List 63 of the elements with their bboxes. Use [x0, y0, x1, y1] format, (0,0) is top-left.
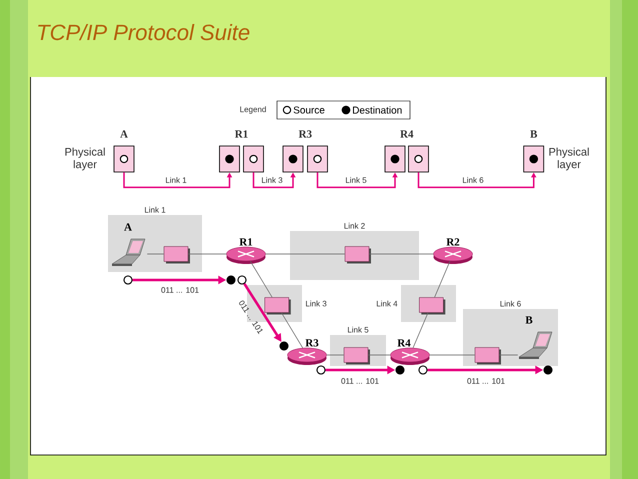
bit-stream-label: 011 ... 101 [341, 378, 379, 384]
port-box [523, 146, 544, 172]
router: R4 [390, 339, 430, 365]
link-label: Link 6 [462, 177, 484, 183]
station-label: B [530, 130, 538, 138]
laptop: A [112, 223, 146, 266]
filled-dot [280, 342, 288, 350]
connector-line [368, 354, 391, 356]
connector-line [250, 260, 272, 298]
link-label: Link 5 [346, 177, 366, 183]
node-label: Link 5 [348, 326, 368, 333]
node-label: R2 [446, 238, 460, 246]
port-box [408, 146, 429, 172]
port-box [307, 146, 328, 172]
connector-line [498, 354, 518, 356]
node-label: Link 6 [500, 300, 521, 307]
legend-text: Source [294, 106, 324, 114]
node-label: R4 [397, 339, 411, 347]
interface-box [419, 297, 446, 314]
interface-box [264, 297, 291, 314]
connector-line [434, 260, 450, 298]
interface-box [164, 246, 190, 264]
bit-stream-label: 011 ... 101 [467, 378, 505, 384]
link-label: Link 3 [262, 177, 282, 183]
station-label: R3 [298, 130, 312, 138]
interface-box [344, 246, 371, 264]
slide-title: TCP/IP Protocol Suite [38, 24, 250, 40]
router: R1 [226, 238, 266, 264]
node-label: A [124, 223, 132, 231]
filled-dot [544, 366, 552, 374]
layer-label: Physical layer [65, 148, 105, 170]
port-box [243, 146, 264, 172]
station-label: R4 [400, 130, 414, 138]
router: R2 [433, 238, 473, 264]
node-label: Link 1 [144, 206, 166, 213]
node-label: R3 [305, 339, 318, 347]
link-label: Link 1 [166, 177, 186, 183]
port-box [114, 146, 134, 172]
laptop: B [518, 316, 552, 359]
node-label: Link 3 [306, 300, 326, 306]
legend-title: Legend [240, 106, 266, 114]
interface-box [474, 347, 501, 364]
bit-stream-label: 011 ... 101 [239, 300, 263, 334]
node-label: Link 2 [344, 222, 365, 229]
layer-label: Physical layer [549, 148, 589, 170]
connector-line [429, 354, 476, 356]
connector-line [281, 312, 304, 348]
bit-stream-label: 011 ... 101 [161, 287, 199, 293]
connector-line [412, 312, 428, 348]
filled-dot [226, 276, 236, 284]
station-label: R1 [234, 130, 248, 138]
router: R3 [287, 339, 327, 365]
node-label: B [526, 316, 532, 324]
node-label: Link 4 [376, 300, 398, 306]
port-box [384, 146, 406, 172]
port-box [282, 146, 304, 172]
station-label: A [120, 130, 128, 138]
port-box [219, 146, 240, 172]
filled-dot [396, 366, 404, 374]
interface-box [344, 347, 370, 364]
node-label: R1 [239, 238, 252, 246]
legend-text: Destination [353, 106, 402, 114]
connector-line [326, 354, 344, 356]
